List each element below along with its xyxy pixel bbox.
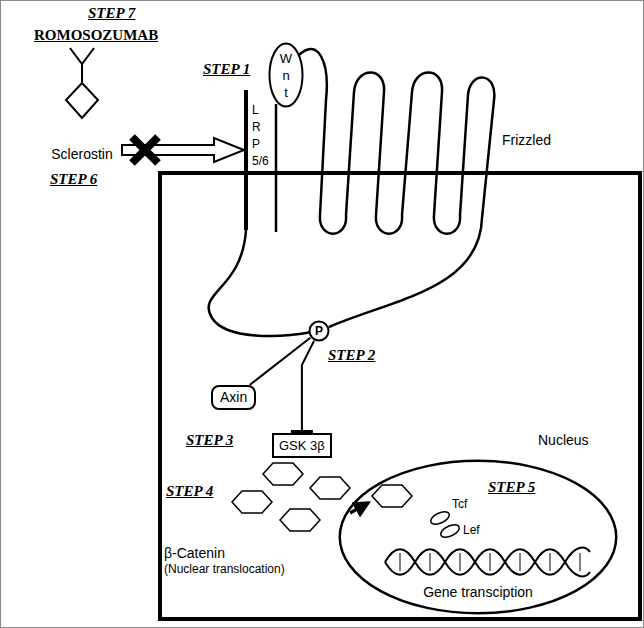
enzyme-name: GSK 3β xyxy=(279,437,325,454)
dna-strand xyxy=(385,549,590,576)
dna-rungs xyxy=(400,553,580,571)
receptor-name: Frizzled xyxy=(502,132,551,149)
drug-name: ROMOSOZUMAB xyxy=(34,26,158,44)
hexagon xyxy=(280,509,320,531)
compartment-name: Nucleus xyxy=(538,432,589,449)
step-label: STEP 4 xyxy=(166,482,213,500)
antibody-symbol xyxy=(70,48,94,82)
hexagon xyxy=(232,491,272,513)
cell-membrane xyxy=(160,173,640,619)
process-name: Gene transciption xyxy=(423,584,533,601)
step-label: STEP 5 xyxy=(488,479,535,496)
phosphate-mark: P xyxy=(308,320,330,342)
frizzled-receptor xyxy=(276,49,494,327)
lef-factor xyxy=(439,522,461,540)
hexagon xyxy=(263,463,303,485)
protein-name: β-Catenin xyxy=(164,545,225,562)
inhibitor-diamond-outline xyxy=(42,82,122,120)
note-text: (Nuclear translocation) xyxy=(164,562,285,577)
blocked-arrow xyxy=(122,138,244,162)
hexagon xyxy=(372,485,412,507)
receptor-tail xyxy=(209,230,312,336)
enzyme-box: GSK 3β xyxy=(272,433,332,458)
block-mark xyxy=(132,137,158,163)
dna-helix xyxy=(385,548,590,577)
inhibition-line xyxy=(302,341,314,433)
hexagon xyxy=(310,477,350,499)
ligand-oval-shape xyxy=(270,44,303,107)
factor-name: Lef xyxy=(463,523,480,538)
receptor-bar: L R P 5/6 xyxy=(244,90,269,230)
ligand-oval: W n t xyxy=(268,42,304,108)
protein-box: Axin xyxy=(211,385,256,410)
receptor-name: L R P 5/6 xyxy=(252,102,269,170)
factor-name: Tcf xyxy=(452,497,467,512)
phosphate-circle: P xyxy=(308,320,330,342)
inhibitor-name: Sclerostin xyxy=(42,146,122,163)
nucleus-ellipse-shape xyxy=(340,461,617,614)
step-label: STEP 6 xyxy=(50,170,97,188)
beta-catenin-hexagons xyxy=(232,463,412,531)
step-label: STEP 2 xyxy=(328,346,375,364)
tcf-factor xyxy=(429,509,451,527)
step-label: STEP 7 xyxy=(88,4,135,22)
protein-name: Axin xyxy=(220,389,247,406)
step-label: STEP 1 xyxy=(203,60,250,78)
inhibitor-diamond-shape xyxy=(66,83,98,118)
ligand-name: W n t xyxy=(280,50,292,101)
inhibitor-diamond: Sclerostin xyxy=(42,82,122,168)
step-label: STEP 3 xyxy=(186,431,233,449)
